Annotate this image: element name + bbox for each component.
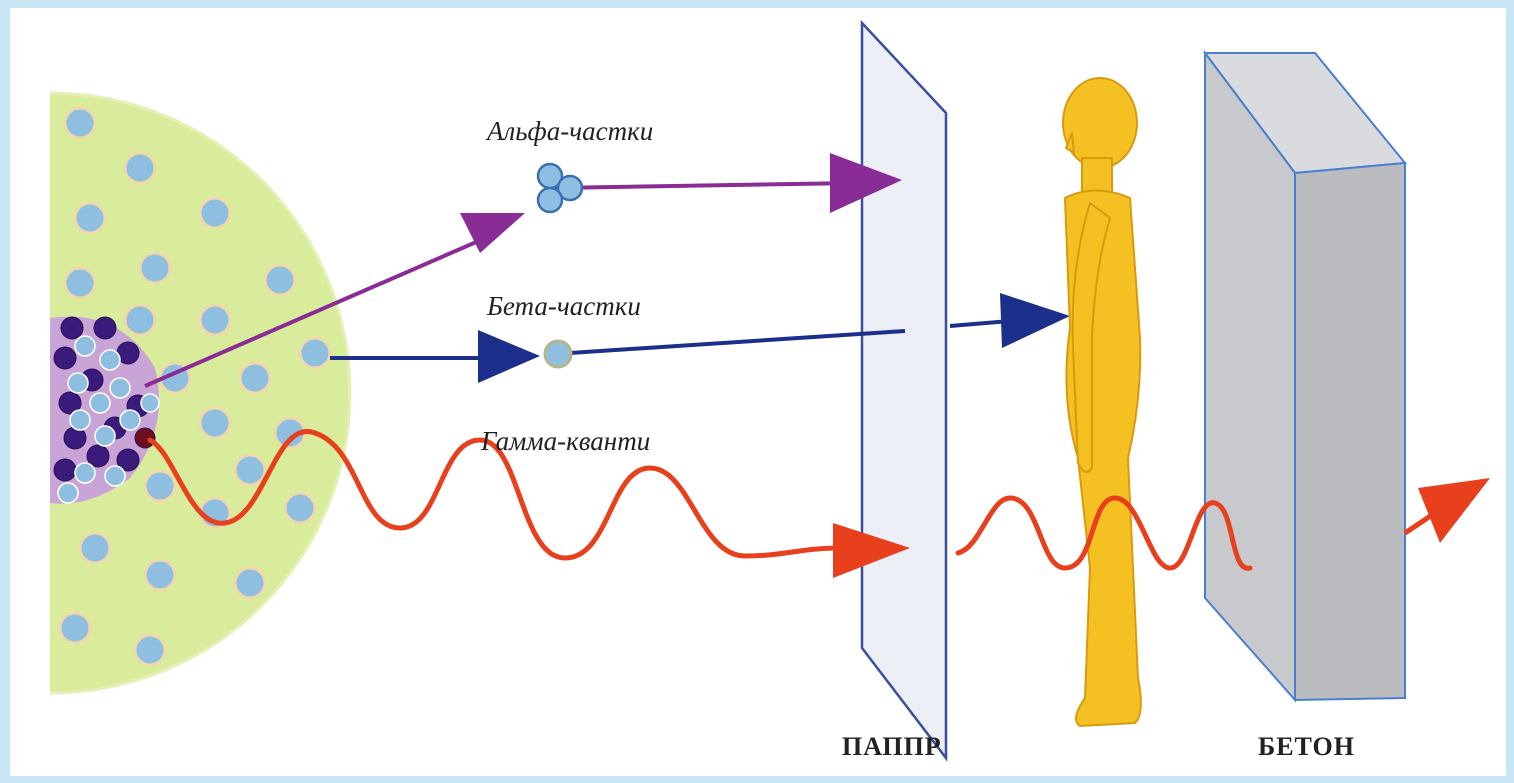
human-figure — [1063, 78, 1141, 726]
alpha-label: Альфа-частки — [487, 116, 653, 147]
paper-sheet — [862, 23, 946, 758]
diagram-canvas — [10, 8, 1506, 776]
gamma-label: Гамма-кванти — [481, 426, 650, 457]
concrete-label: БЕТОН — [1258, 732, 1355, 762]
beta-arrowhead-2 — [1000, 293, 1070, 348]
concrete-block — [1205, 53, 1405, 700]
alpha-particle — [538, 164, 582, 212]
radioactive-source — [50, 93, 350, 693]
beta-arrowhead-1 — [478, 330, 540, 383]
alpha-arrowhead-1 — [460, 213, 525, 253]
beta-ray — [330, 293, 1070, 383]
beta-label: Бета-частки — [487, 291, 641, 322]
paper-label: ПАППР — [842, 732, 942, 762]
beta-particle — [545, 341, 571, 367]
radiation-penetration-diagram: Альфа-частки Бета-частки Гамма-кванти ПА… — [10, 8, 1506, 776]
gamma-arrowhead-2 — [1418, 478, 1490, 543]
